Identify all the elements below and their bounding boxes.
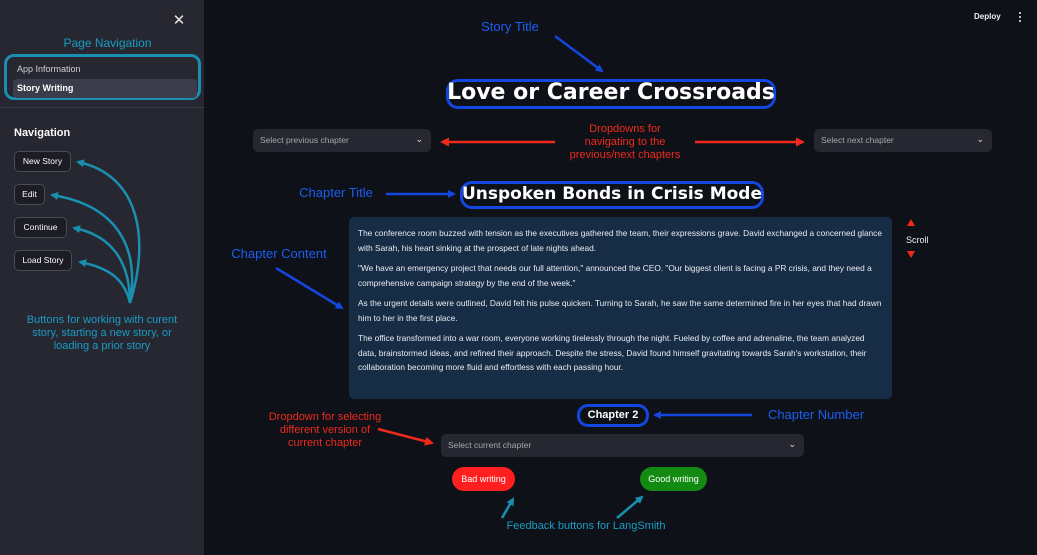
navigation-heading: Navigation [14,127,71,139]
annotation-line: Buttons for working with curent [26,314,178,326]
chapter-paragraph: The conference room buzzed with tension … [358,228,882,253]
chevron-down-icon: ⌄ [788,440,796,450]
annotation-line: current chapter [288,437,362,449]
annotation-chapter-title: Chapter Title [299,185,373,200]
arrow-story-title [554,34,604,73]
page-navigation-highlight: App Information Story Writing [4,54,201,100]
chapter-number-highlight [577,404,649,427]
chapter-content[interactable]: The conference room buzzed with tension … [349,217,892,399]
chevron-down-icon: ⌄ [976,135,984,145]
deploy-button[interactable]: Deploy [974,12,1001,21]
chapter-number: Chapter 2 [587,409,639,421]
annotation-sidebar-buttons: Buttons for working with curent story, s… [12,314,192,353]
select-previous-chapter[interactable]: Select previous chapter ⌄ [253,129,431,152]
edit-button[interactable]: Edit [14,184,45,205]
select-placeholder: Select previous chapter [260,135,349,145]
story-title-highlight [446,79,776,109]
annotation-page-navigation: Page Navigation [63,36,152,50]
arrow-feedback-good [616,495,644,519]
select-current-chapter[interactable]: Select current chapter ⌄ [441,434,804,457]
chapter-paragraph: "We have an emergency project that needs… [358,263,872,288]
chapter-title-highlight [460,181,764,209]
annotation-line: different version of [279,424,371,436]
sidebar-divider [0,107,204,108]
triangle-up-icon [907,219,915,226]
annotation-line: previous/next chapters [569,149,681,161]
select-placeholder: Select current chapter [448,440,532,450]
annotation-version-dropdown: Dropdown for selecting different version… [250,411,400,450]
select-placeholder: Select next chapter [821,135,894,145]
story-title: Love or Career Crossroads [447,80,775,105]
annotation-story-title: Story Title [481,19,539,34]
page-link-app-information[interactable]: App Information [17,64,81,74]
arrow-chapter-content [275,266,344,310]
page-link-story-writing[interactable]: Story Writing [13,79,197,98]
annotation-line: loading a prior story [53,340,151,352]
triangle-down-icon [907,251,915,258]
sidebar: ✕ App Information Story Writing Navigati… [0,0,204,555]
annotation-chapter-number: Chapter Number [767,407,865,422]
annotation-feedback: Feedback buttons for LangSmith [506,520,666,532]
annotation-dropdowns: Dropdowns for navigating to the previous… [560,123,690,162]
close-icon[interactable]: ✕ [172,11,186,29]
chevron-down-icon: ⌄ [415,135,423,145]
select-next-chapter[interactable]: Select next chapter ⌄ [814,129,992,152]
continue-button[interactable]: Continue [14,217,67,238]
bad-writing-button[interactable]: Bad writing [452,467,515,491]
load-story-button[interactable]: Load Story [14,250,72,271]
good-writing-button[interactable]: Good writing [640,467,707,491]
new-story-button[interactable]: New Story [14,151,71,172]
annotation-line: Dropdowns for [589,123,661,135]
annotation-chapter-content: Chapter Content [231,246,327,261]
annotation-line: Dropdown for selecting [268,411,382,423]
arrow-feedback-bad [500,497,515,519]
chapter-paragraph: The office transformed into a war room, … [358,333,867,372]
chapter-paragraph: As the urgent details were outlined, Dav… [358,298,882,323]
annotation-line: story, starting a new story, or [32,327,172,339]
kebab-menu-icon[interactable] [1016,12,1024,24]
scroll-label: Scroll [906,235,929,245]
annotation-line: navigating to the [584,136,666,148]
chapter-title: Unspoken Bonds in Crisis Mode [461,184,763,204]
